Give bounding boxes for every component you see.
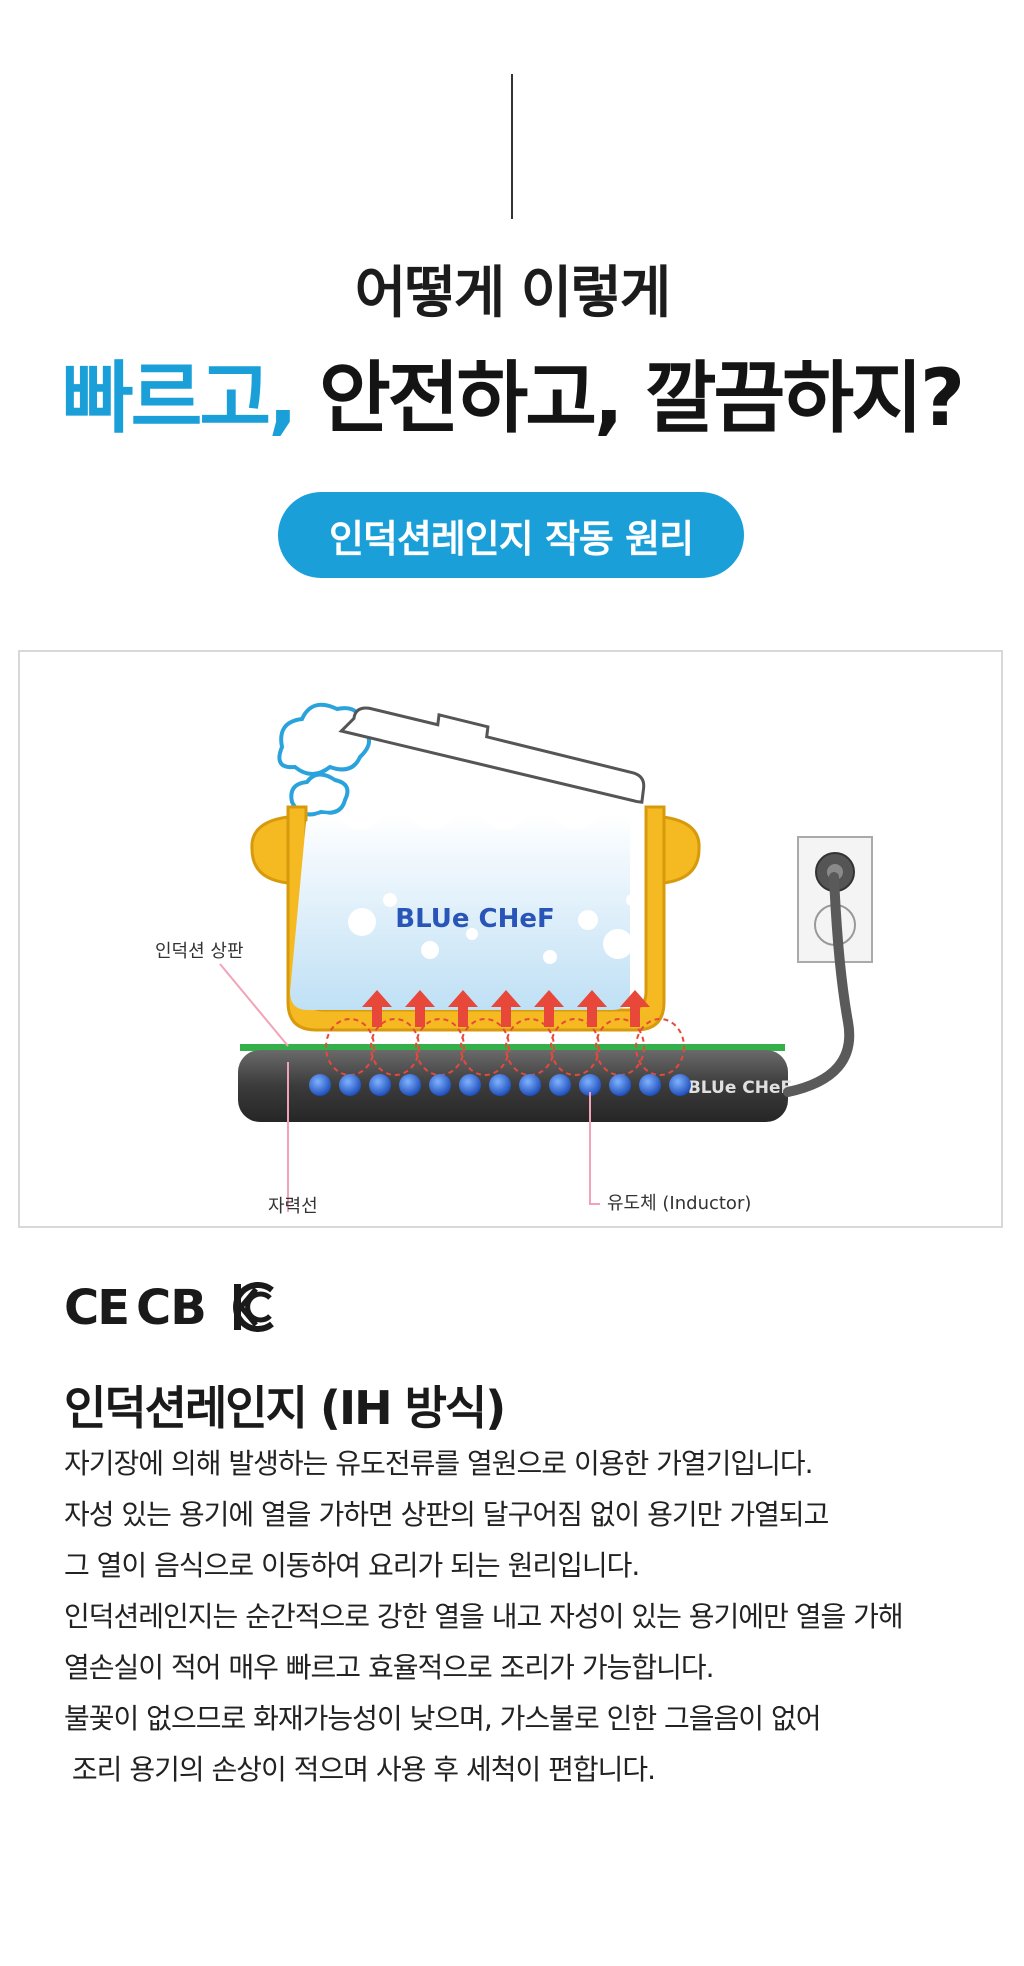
certification-marks: CE CB <box>64 1280 304 1340</box>
description-line: 인덕션레인지는 순간적으로 강한 열을 내고 자성이 있는 용기에만 열을 가해 <box>64 1600 904 1633</box>
induction-diagram: BLUe CHeF BLUe CHeF <box>18 650 1003 1228</box>
label-top-plate: 인덕션 상판 <box>155 941 244 962</box>
headline-highlight: 빠르고, <box>61 354 298 444</box>
description-line: 조리 용기의 손상이 적으며 사용 후 세척이 편합니다. <box>64 1753 656 1786</box>
divider-line <box>511 74 513 219</box>
induction-diagram-svg: BLUe CHeF BLUe CHeF <box>155 702 873 1217</box>
description-line: 불꽃이 없으므로 화재가능성이 낮으며, 가스불로 인한 그을음이 없어 <box>64 1702 822 1735</box>
headline-rest: 안전하고, 깔끔하지? <box>294 354 965 444</box>
description-line: 그 열이 음식으로 이동하여 요리가 되는 원리입니다. <box>64 1549 640 1582</box>
power-outlet-icon <box>783 836 873 1097</box>
label-magnetic-line: 자력선 <box>268 1196 318 1217</box>
description-line: 자기장에 의해 발생하는 유도전류를 열원으로 이용한 가열기입니다. <box>64 1447 814 1480</box>
description-line: 자성 있는 용기에 열을 가하면 상판의 달구어짐 없이 용기만 가열되고 <box>64 1498 829 1531</box>
pot-brand-logo: BLUe CHeF <box>395 904 555 934</box>
principle-badge: 인덕션레인지 작동 원리 <box>278 492 744 578</box>
steam-icon <box>277 702 371 840</box>
pot-lid-icon <box>338 706 646 804</box>
section-title: 인덕션레인지 (IH 방식) <box>64 1381 506 1435</box>
label-inductor: 유도체 (Inductor) <box>607 1193 751 1214</box>
kc-mark-icon <box>230 1280 278 1338</box>
headline-line2: 빠르고, 안전하고, 깔끔하지? <box>0 336 1024 448</box>
description-text: 자기장에 의해 발생하는 유도전류를 열원으로 이용한 가열기입니다. 자성 있… <box>64 1438 984 1795</box>
induction-plate-icon: BLUe CHeF <box>238 1044 792 1122</box>
coil-icon <box>309 1074 691 1096</box>
pot-icon: BLUe CHeF <box>250 805 701 1032</box>
heat-arrows-icon <box>362 990 650 1027</box>
description-line: 열손실이 적어 매우 빠르고 효율적으로 조리가 가능합니다. <box>64 1651 715 1684</box>
cb-mark-icon: CB <box>136 1280 207 1336</box>
headline-line1: 어떻게 이렇게 <box>354 261 672 326</box>
leader-line-plate <box>219 963 289 1047</box>
ce-mark-icon: CE <box>64 1280 130 1336</box>
plate-brand-logo: BLUe CHeF <box>688 1078 792 1098</box>
leader-line-inductor <box>589 1092 600 1205</box>
